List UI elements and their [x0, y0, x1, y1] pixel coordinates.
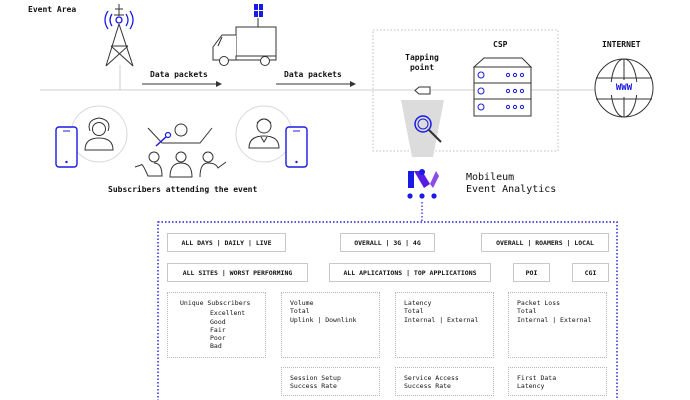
- latency-title: Latency: [404, 299, 432, 307]
- phone-icon-left: [55, 126, 78, 168]
- volume-split: Uplink | Downlink: [290, 315, 357, 324]
- volume-total: Total: [290, 307, 310, 316]
- first-data-title: First Data: [517, 374, 557, 382]
- data-arrow-right: [276, 81, 356, 87]
- data-packets-label-left: Data packets: [150, 70, 208, 79]
- product-name-line2: Event Analytics: [466, 184, 557, 195]
- quality-bad: Bad: [210, 342, 222, 351]
- volume-card[interactable]: Volume Total Uplink | Downlink: [281, 292, 380, 358]
- product-name: Mobileum Event Analytics: [466, 172, 556, 196]
- event-area-label: Event Area: [28, 5, 77, 14]
- latency-card[interactable]: Latency Total Internal | External: [395, 292, 494, 358]
- service-access-sub: Success Rate: [404, 382, 451, 391]
- analytics-panel: [157, 221, 618, 400]
- quality-good: Good: [210, 317, 226, 326]
- unique-subscribers-title: Unique Subscribers: [180, 299, 251, 307]
- filter-roamers[interactable]: OVERALL | ROAMERS | LOCAL: [481, 233, 609, 252]
- server-icon: [472, 57, 533, 117]
- data-arrow-left: [142, 81, 222, 87]
- quality-poor: Poor: [210, 334, 226, 343]
- man-subscriber-icon: [248, 118, 280, 149]
- cell-tower-icon: [104, 4, 134, 67]
- magnifier-icon: [414, 115, 442, 143]
- subscriber-circle-right: [235, 105, 293, 163]
- session-setup-sub: Success Rate: [290, 382, 337, 391]
- session-setup-card[interactable]: Session Setup Success Rate: [281, 367, 380, 396]
- filter-applications[interactable]: ALL APLICATIONS | TOP APPLICATIONS: [329, 263, 491, 282]
- filter-sites[interactable]: ALL SITES | WORST PERFORMING: [167, 263, 308, 282]
- packet-loss-split: Internal | External: [517, 315, 592, 324]
- phone-icon-right: [285, 126, 308, 168]
- unique-subscribers-card[interactable]: Unique Subscribers Excellent Good Fair P…: [167, 292, 266, 358]
- mobileum-logo-icon: [407, 169, 439, 199]
- filter-cgi[interactable]: CGI: [572, 263, 609, 282]
- tapping-point-label: Tapping point: [405, 53, 439, 72]
- www-label: WWW: [615, 83, 633, 93]
- csp-label: CSP: [493, 40, 508, 49]
- crowd-icon: [134, 123, 227, 178]
- product-name-line1: Mobileum: [466, 172, 515, 183]
- quality-fair: Fair: [210, 325, 226, 334]
- filter-network[interactable]: OVERALL | 3G | 4G: [340, 233, 435, 252]
- session-setup-title: Session Setup: [290, 374, 341, 382]
- service-access-title: Service Access: [404, 374, 459, 382]
- filter-poi[interactable]: POI: [513, 263, 550, 282]
- connector-icon: [414, 86, 431, 95]
- first-data-sub: Latency: [517, 382, 545, 391]
- packet-loss-title: Packet Loss: [517, 299, 561, 307]
- woman-subscriber-icon: [84, 117, 114, 151]
- quality-excellent: Excellent: [210, 309, 246, 318]
- internet-label: INTERNET: [602, 40, 641, 49]
- server-leds: [477, 71, 525, 111]
- volume-title: Volume: [290, 299, 314, 307]
- broadcast-truck-icon: [212, 4, 277, 66]
- subscribers-caption: Subscribers attending the event: [108, 185, 258, 194]
- first-data-card[interactable]: First Data Latency: [508, 367, 607, 396]
- service-access-card[interactable]: Service Access Success Rate: [395, 367, 494, 396]
- latency-total: Total: [404, 307, 424, 316]
- csp-zone: [372, 29, 559, 152]
- data-packets-label-right: Data packets: [284, 70, 342, 79]
- latency-split: Internal | External: [404, 315, 479, 324]
- packet-loss-total: Total: [517, 307, 537, 316]
- packet-loss-card[interactable]: Packet Loss Total Internal | External: [508, 292, 607, 358]
- www-band: [605, 82, 643, 95]
- filter-days[interactable]: ALL DAYS | DAILY | LIVE: [167, 233, 286, 252]
